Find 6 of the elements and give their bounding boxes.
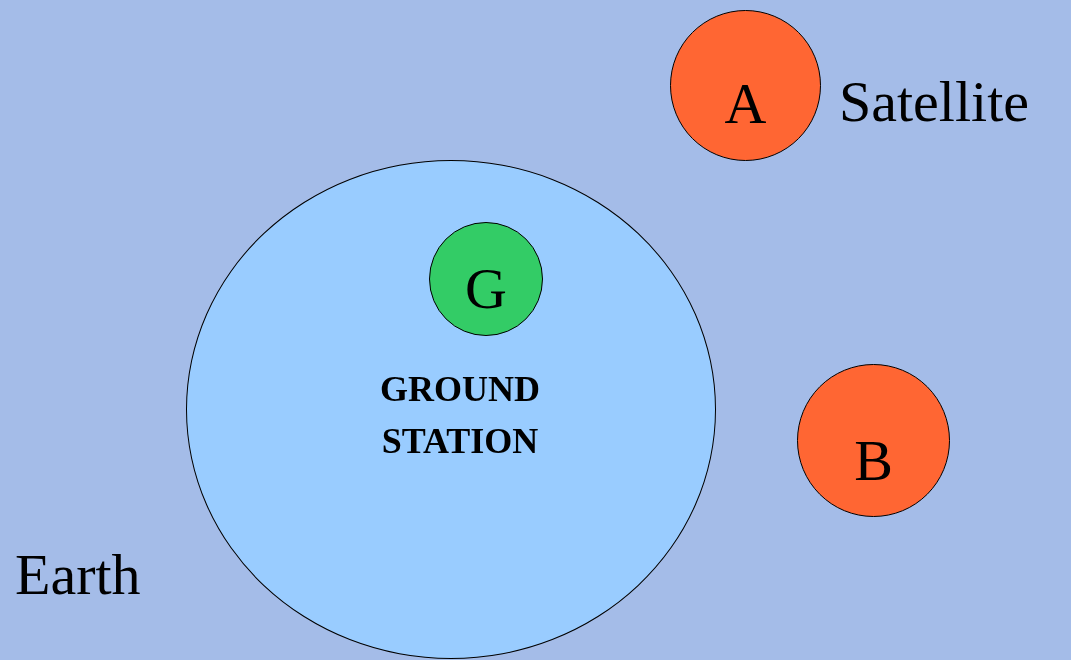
satellite-label: Satellite (839, 73, 1030, 131)
node-letter: G (465, 260, 507, 318)
ground-station-label: GROUND STATION (379, 368, 541, 464)
node-letter: B (854, 431, 893, 490)
earth-label: Earth (15, 546, 141, 604)
node-letter: A (724, 74, 767, 133)
